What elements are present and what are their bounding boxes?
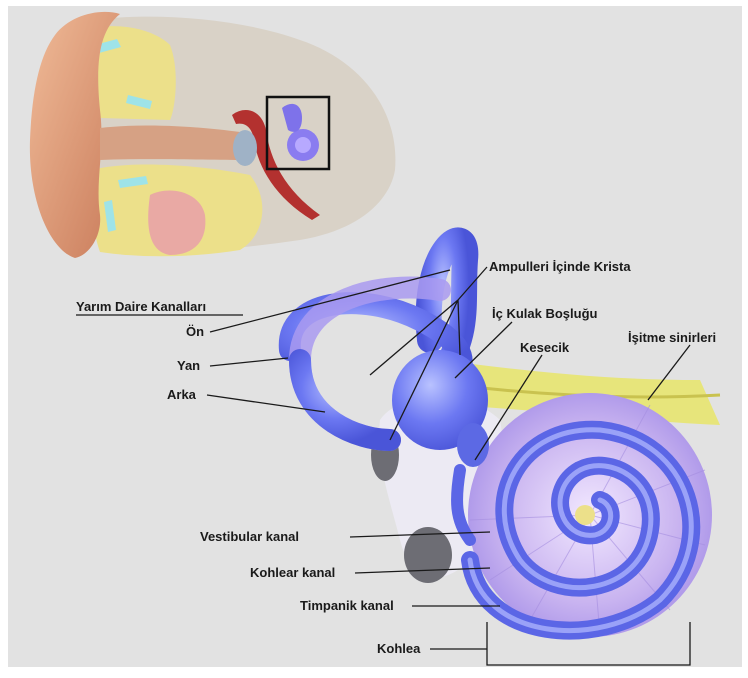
heading-label: Yarım Daire Kanalları (76, 299, 206, 314)
modiolus (575, 505, 595, 525)
label-arka: Arka (167, 387, 197, 402)
label-ic-kulak: İç Kulak Boşluğu (492, 306, 598, 321)
ear-canal (100, 125, 245, 160)
label-kohlear: Kohlear kanal (250, 565, 335, 580)
label-ampulleri: Ampulleri İçinde Krista (489, 259, 631, 274)
label-vestibular: Vestibular kanal (200, 529, 299, 544)
label-yan: Yan (177, 358, 200, 373)
label-kohlea: Kohlea (377, 641, 421, 656)
mini-cochlea-center (295, 137, 311, 153)
label-isitme: İşitme sinirleri (628, 330, 716, 345)
label-timpanik: Timpanik kanal (300, 598, 394, 613)
label-kesecik: Kesecik (520, 340, 570, 355)
label-on: Ön (186, 324, 204, 339)
eardrum (233, 130, 257, 166)
